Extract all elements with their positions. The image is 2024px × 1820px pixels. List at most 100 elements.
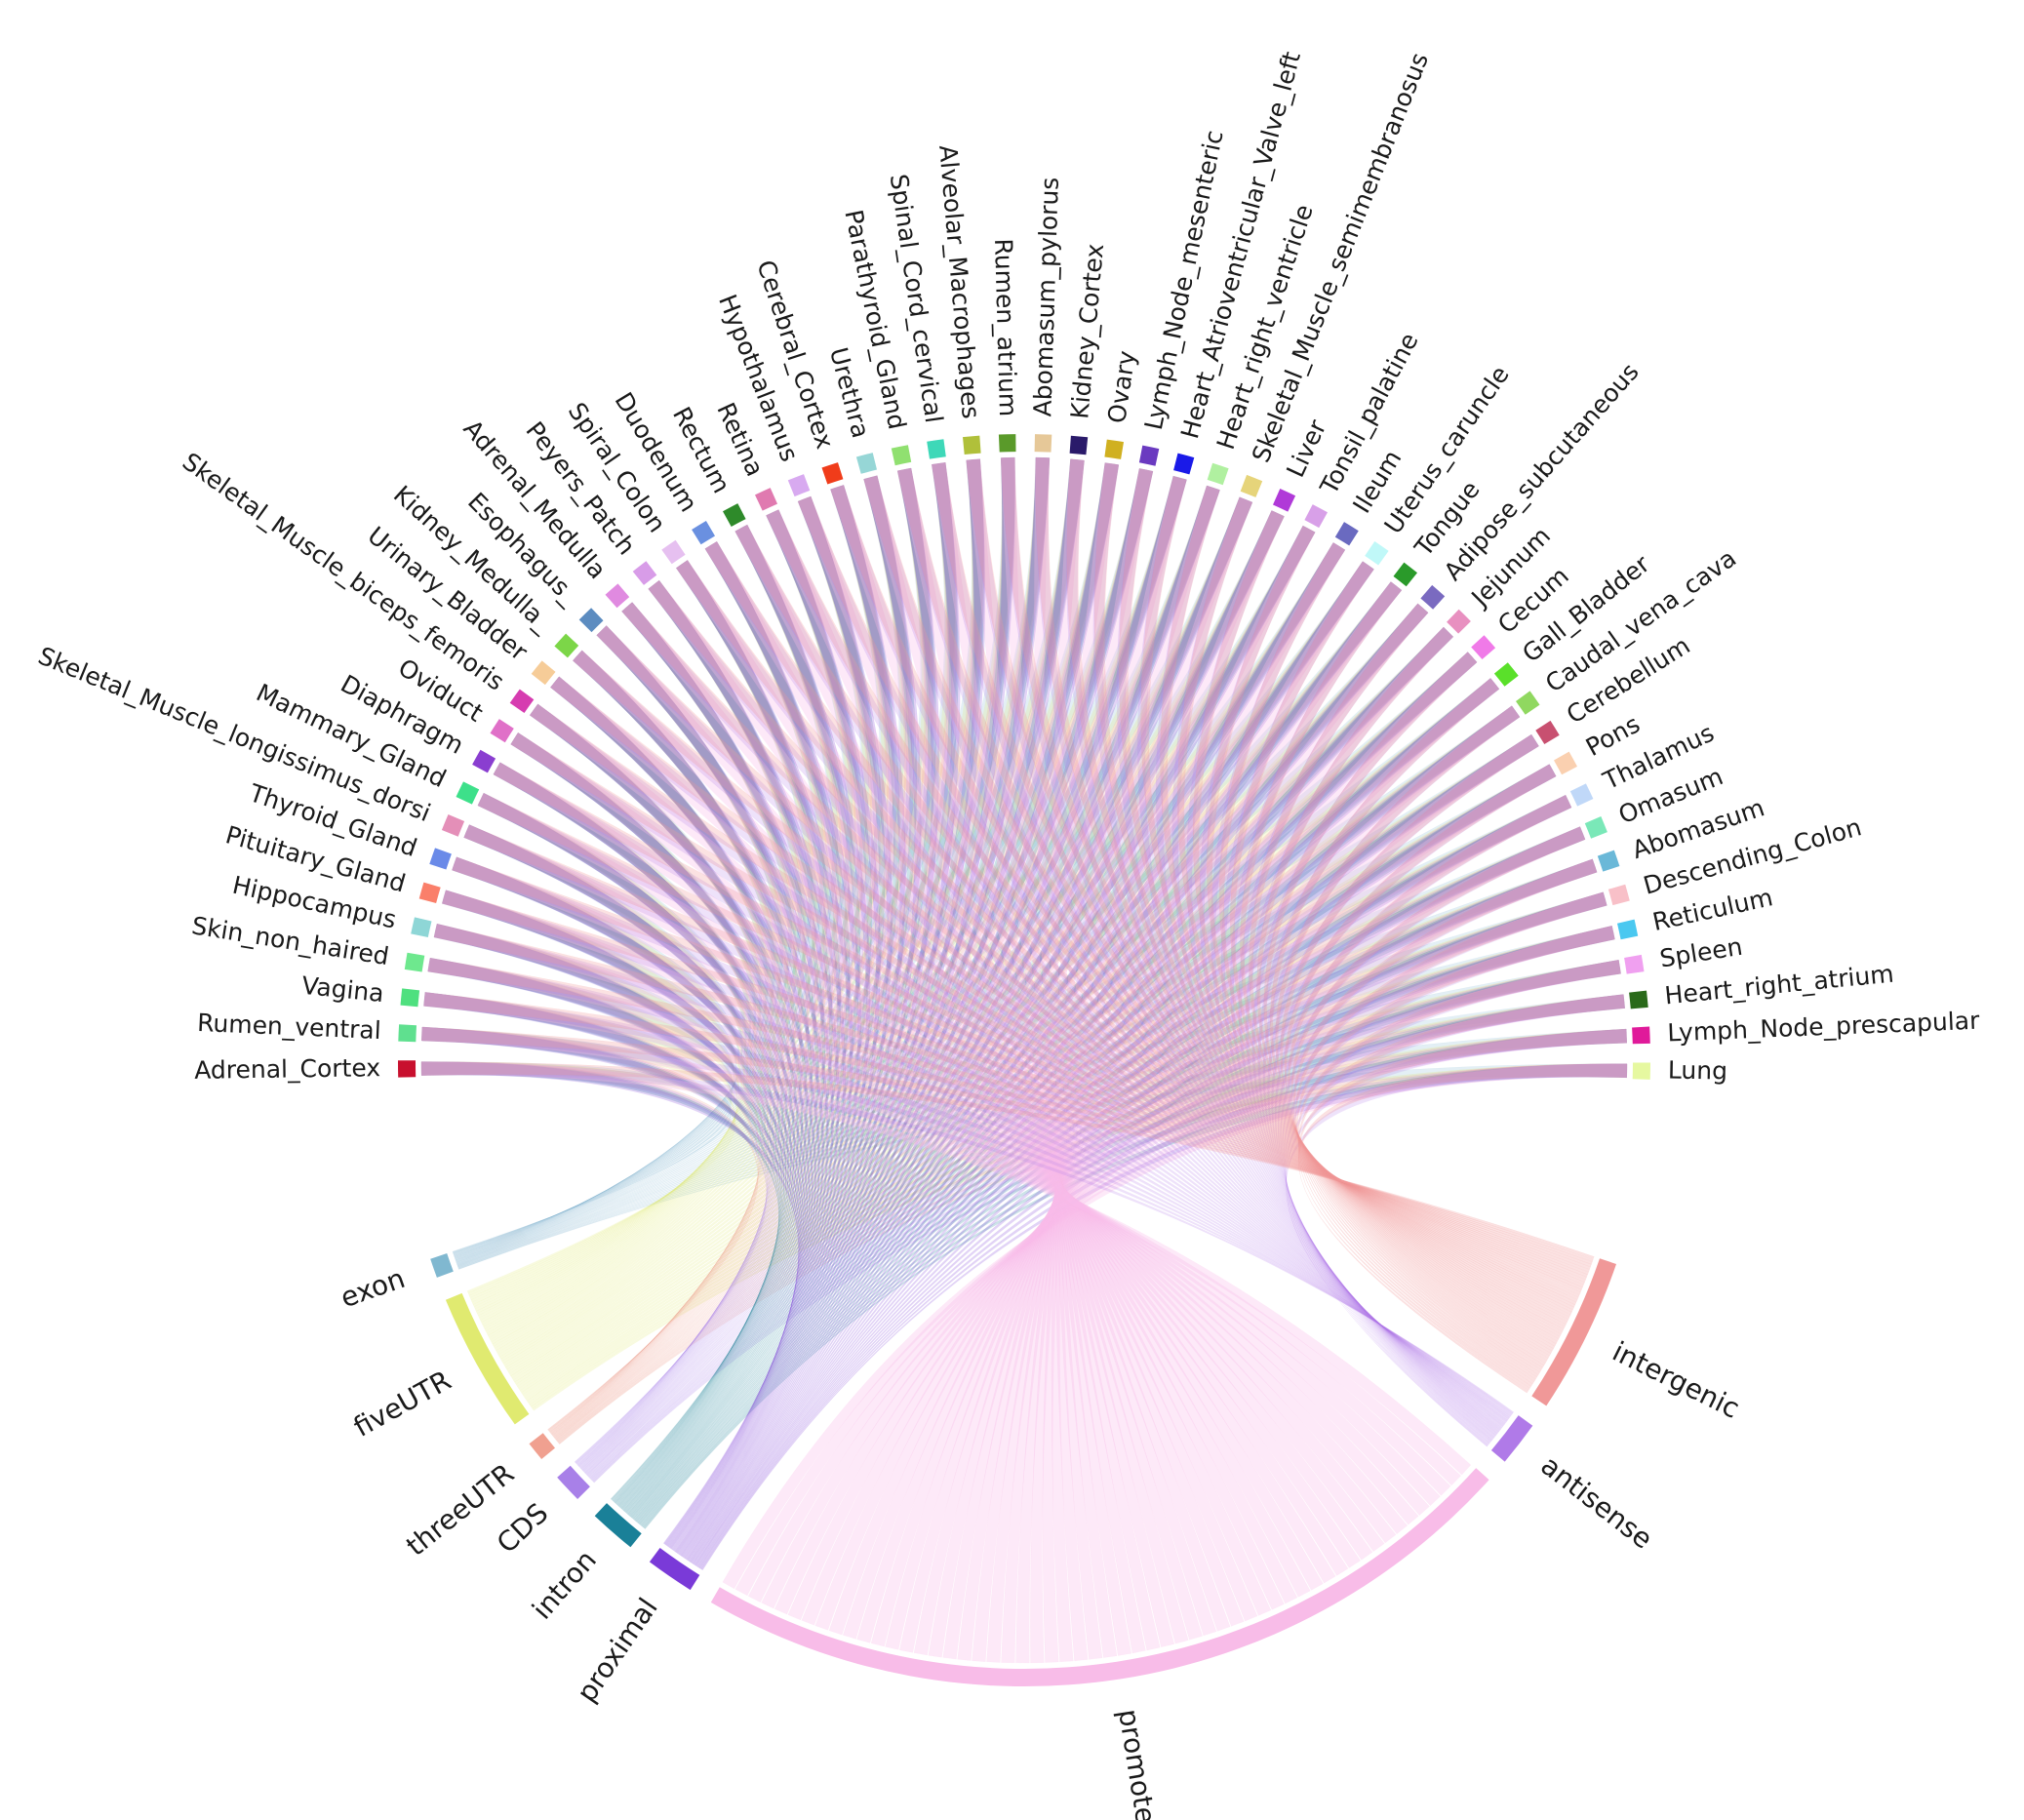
chord-ribbon-Kidney_Cortex-threeUTR	[553, 458, 1085, 1438]
chord-ribbon-Spinal_Cord_cervical-proximal	[680, 462, 961, 1557]
chord-ribbon-Hypothalamus-antisense	[797, 495, 1505, 1427]
chord-ribbon-Kidney_Cortex-promoter	[1051, 458, 1103, 1660]
arc-Oviduct	[490, 719, 514, 743]
chord-ribbon-Thyroid_Gland-intron	[452, 856, 787, 1503]
chord-ribbon-Lymph_Node_prescapular-promoter	[734, 1028, 1627, 1597]
chord-ribbon-Heart_right_atrium-intergenic	[1298, 994, 1625, 1389]
arc-Liver	[1273, 489, 1296, 512]
chord-ribbon-Hypothalamus-exon	[455, 495, 870, 1259]
chord-ribbon-Spiral_Colon-antisense	[676, 560, 1506, 1424]
chord-ribbon-Adipose_subcutaneous-antisense	[1238, 603, 1495, 1439]
chord-ribbon-Caudal_vena_cava-intergenic	[1275, 705, 1545, 1368]
chord-ribbon-Parathyroid_Gland-exon	[455, 467, 931, 1260]
chord-ribbon-Tonsil_palatine-promoter	[986, 525, 1316, 1663]
chord-ribbon-Pituitary_Gland-CDS	[442, 890, 773, 1465]
chord-ribbon-Rumen_ventral-exon	[421, 1026, 732, 1252]
arc-Diaphragm	[472, 749, 496, 773]
chord-ribbon-Spleen-proximal	[699, 960, 1621, 1569]
chord-ribbon-Heart_Atrioventricular_Valve_left-promoter	[1042, 475, 1187, 1663]
chord-ribbon-Retina-intergenic	[766, 509, 1574, 1310]
arc-Spiral_Colon	[661, 539, 686, 565]
chord-ribbon-Adipose_subcutaneous-exon	[456, 603, 1429, 1265]
chord-ribbon-Lymph_Node_mesenteric-promoter	[1051, 468, 1154, 1663]
chord-ribbon-Hippocampus-intron	[433, 923, 783, 1502]
chord-ribbon-Adrenal_Medulla-proximal	[621, 602, 840, 1552]
chord-ribbon-Cerebellum-threeUTR	[556, 733, 1539, 1443]
chord-ribbon-Skin_non_haired-proximal	[427, 957, 802, 1546]
arc-Skeletal_Muscle_semimembranosus	[1240, 474, 1263, 497]
chord-ribbon-Lymph_Node_prescapular-threeUTR	[558, 1028, 1627, 1444]
arc-Kidney_Medulla_	[554, 633, 579, 658]
chord-ribbon-Skeletal_Muscle_biceps_femoris-proximal	[529, 703, 820, 1550]
chord-ribbon-Caudal_vena_cava-exon	[456, 705, 1521, 1267]
chord-ribbon-Heart_Atrioventricular_Valve_left-threeUTR	[554, 475, 1187, 1439]
region-label-intron: intron	[526, 1544, 603, 1626]
chord-ribbon-Heart_right_ventricle-antisense	[1155, 485, 1499, 1434]
chord-ribbon-Urinary_Bladder-exon	[454, 676, 769, 1256]
chord-ribbon-Spiral_Colon-proximal	[674, 560, 853, 1553]
chord-ribbon-Tonsil_palatine-exon	[456, 525, 1316, 1264]
chord-ribbon-Descending_Colon-threeUTR	[558, 891, 1607, 1444]
chord-ribbon-Reticulum-exon	[457, 926, 1615, 1269]
chord-ribbon-Diaphragm-proximal	[493, 762, 814, 1549]
chord-ribbon-Peyers_Patch-intron	[619, 579, 833, 1509]
chord-ribbon-Skeletal_Muscle_longissimus_dorsi-exon	[453, 824, 743, 1254]
arc-Duodenum	[692, 521, 715, 545]
chord-ribbon-Cecum-intergenic	[1263, 652, 1548, 1364]
arc-Uterus_caruncle	[1365, 541, 1389, 566]
chord-ribbon-Urethra-exon	[455, 475, 908, 1260]
chord-ribbon-Retina-CDS	[580, 509, 867, 1471]
chord-ribbon-Abomasum-promoter	[801, 858, 1598, 1626]
chord-ribbon-Tongue-CDS	[587, 581, 1403, 1478]
tissue-label-Lymph_Node_prescapular: Lymph_Node_prescapular	[1667, 1007, 1981, 1048]
arc-Peyers_Patch	[632, 561, 657, 585]
chord-ribbon-Vagina-threeUTR	[423, 992, 760, 1431]
chord-ribbon-Heart_right_ventricle-fiveUTR	[502, 485, 1220, 1366]
arc-Retina	[755, 488, 777, 511]
arc-Kidney_Cortex	[1069, 435, 1089, 455]
chord-ribbon-Gall_Bladder-intergenic	[1269, 678, 1546, 1365]
arc-Rumen_atrium	[998, 434, 1016, 453]
chord-ribbon-Spleen-threeUTR	[558, 960, 1621, 1444]
chord-ribbon-Hypothalamus-threeUTR	[551, 495, 878, 1436]
region-label-CDS: CDS	[491, 1497, 555, 1560]
chord-ribbon-Diaphragm-promoter	[493, 762, 1373, 1561]
chord-ribbon-Rumen_atrium-antisense	[1000, 456, 1502, 1430]
tissue-label-Ovary: Ovary	[1102, 348, 1141, 425]
chord-ribbon-Ovary-exon	[455, 462, 1120, 1262]
chord-ribbon-Ileum-intron	[632, 542, 1346, 1521]
chord-ribbon-Kidney_Cortex-intron	[627, 458, 1085, 1516]
arc-Thyroid_Gland	[429, 848, 452, 870]
chord-ribbon-Liver-threeUTR	[554, 510, 1285, 1440]
chord-ribbon-Rumen_atrium-intergenic	[1000, 456, 1567, 1327]
chord-ribbon-Cecum-exon	[456, 652, 1478, 1266]
chord-ribbon-Cerebral_Cortex-antisense	[830, 485, 1504, 1427]
arc-Cerebellum	[1535, 720, 1560, 744]
chord-ribbon-Skeletal_Muscle_longissimus_dorsi-CDS	[463, 824, 777, 1466]
chord-ribbon-Heart_Atrioventricular_Valve_left-proximal	[685, 475, 1187, 1561]
chord-ribbon-Lymph_Node_prescapular-exon	[457, 1028, 1627, 1270]
chord-ribbon-Ovary-promoter	[1054, 462, 1120, 1662]
arc-Heart_Atrioventricular_Valve_left	[1173, 453, 1195, 475]
chord-ribbon-Ileum-CDS	[587, 542, 1346, 1477]
chord-ribbon-Pituitary_Gland-threeUTR	[442, 890, 764, 1432]
chord-ribbon-Skeletal_Muscle_semimembranosus-intron	[631, 496, 1253, 1519]
chord-ribbon-Diaphragm-exon	[453, 762, 752, 1255]
chord-ribbon-Heart_Atrioventricular_Valve_left-CDS	[585, 475, 1187, 1475]
chord-ribbon-Ileum-promoter	[972, 542, 1346, 1662]
chord-ribbon-Gall_Bladder-CDS	[589, 678, 1500, 1479]
chord-ribbon-Cecum-CDS	[588, 652, 1478, 1479]
chord-ribbon-Duodenum-fiveUTR	[485, 541, 829, 1334]
chord-ribbon-Lung-threeUTR	[559, 1063, 1628, 1444]
arc-Descending_Colon	[1607, 884, 1630, 906]
chord-ribbon-Heart_Atrioventricular_Valve_left-fiveUTR	[501, 475, 1187, 1364]
chord-ribbon-Heart_Atrioventricular_Valve_left-intron	[629, 475, 1187, 1518]
chord-ribbon-Abomasum-proximal	[697, 858, 1598, 1568]
chord-ribbon-Spleen-exon	[457, 960, 1621, 1269]
chord-ribbon-Parathyroid_Gland-antisense	[896, 467, 1503, 1429]
chord-ribbon-Spiral_Colon-fiveUTR	[484, 560, 817, 1331]
chord-ribbon-Jejunum-CDS	[588, 626, 1454, 1479]
chord-ribbon-Cecum-fiveUTR	[514, 652, 1478, 1385]
region-label-promoter: promoter	[1112, 1707, 1164, 1820]
chord-ribbon-Liver-exon	[456, 510, 1285, 1264]
